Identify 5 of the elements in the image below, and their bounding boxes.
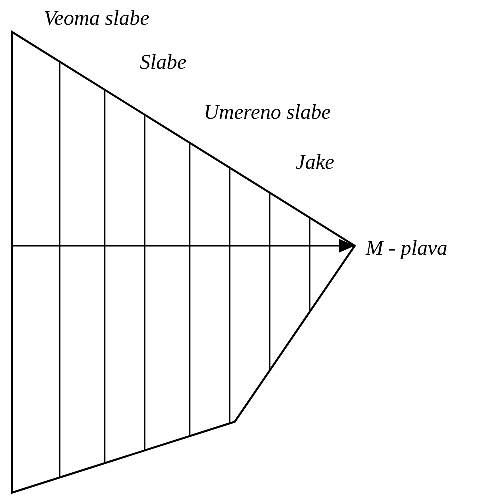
class-label: Jake bbox=[296, 152, 334, 173]
axis-label: M - plava bbox=[366, 238, 448, 259]
class-label: Umereno slabe bbox=[204, 102, 331, 123]
class-label: Veoma slabe bbox=[44, 8, 150, 29]
class-label: Slabe bbox=[140, 52, 187, 73]
